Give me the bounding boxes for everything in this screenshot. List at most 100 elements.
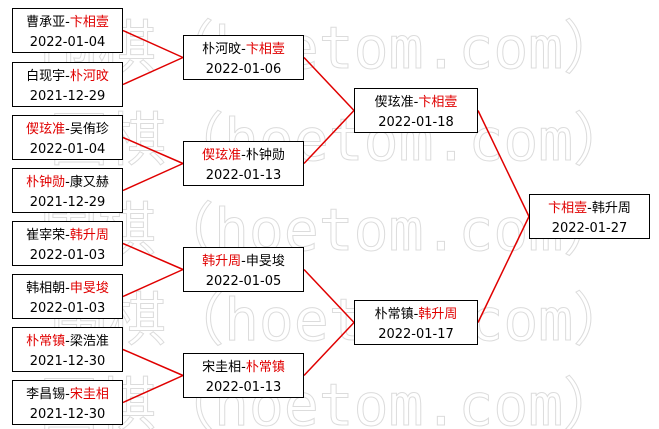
separator: - (241, 254, 246, 269)
connector-line (122, 56, 184, 86)
connector-line (122, 268, 184, 298)
player-name: 卞相壹 (548, 201, 588, 216)
match-players: 白现宇-朴河旼 (13, 67, 122, 87)
match-box-round-1-8: 李昌锡-宋圭相 2021-12-30 (12, 380, 123, 425)
separator: - (413, 95, 419, 110)
match-players: 偰玹准-卞相壹 (355, 93, 477, 113)
player-name: 卞相壹 (69, 15, 109, 30)
player-name: 朴常镇 (26, 334, 66, 349)
match-date: 2022-01-18 (378, 115, 454, 130)
separator: - (65, 228, 70, 243)
connector-line (122, 29, 184, 59)
match-date: 2022-01-13 (205, 168, 282, 183)
player-name: 吴侑珍 (69, 122, 109, 137)
match-date: 2021-12-29 (29, 195, 106, 210)
player-name: 朴河旼 (202, 42, 242, 57)
player-name: 卞相壹 (418, 95, 458, 110)
match-players: 偰玹准-朴钟勋 (184, 146, 303, 166)
separator: - (65, 387, 70, 402)
connector-line (122, 242, 184, 271)
player-name: 宋圭相 (202, 360, 242, 375)
match-players: 宋圭相-朴常镇 (184, 358, 303, 378)
player-name: 李昌锡 (26, 387, 66, 402)
watermark-text: 围棋（hoetom.com） (40, 371, 621, 429)
separator: - (65, 334, 70, 349)
player-name: 申旻埈 (245, 254, 285, 269)
match-date: 2022-01-04 (29, 142, 106, 157)
connector-line (122, 374, 184, 404)
player-name: 韩升周 (591, 201, 631, 216)
connector-line (303, 268, 355, 324)
connector-line (303, 321, 355, 377)
match-box-round-1-6: 韩相朝-申旻埈 2022-01-03 (12, 274, 123, 319)
match-players: 韩相朝-申旻埈 (13, 279, 122, 299)
match-players: 崔宰荣-韩升周 (13, 226, 122, 246)
match-players: 偰玹准-吴侑珍 (13, 120, 122, 140)
match-players: 卞相壹-韩升周 (530, 199, 649, 219)
match-date: 2021-12-29 (29, 89, 106, 104)
match-players: 李昌锡-宋圭相 (13, 385, 122, 405)
player-name: 偰玹准 (26, 122, 66, 137)
player-name: 崔宰荣 (26, 228, 66, 243)
match-players: 朴常镇-韩升周 (355, 305, 477, 325)
separator: - (65, 122, 70, 137)
separator: - (65, 69, 70, 84)
match-date: 2022-01-06 (205, 62, 282, 77)
player-name: 韩升周 (69, 228, 109, 243)
separator: - (241, 360, 246, 375)
match-players: 朴钟勋-康又赫 (13, 173, 122, 193)
match-date: 2022-01-05 (205, 274, 282, 289)
match-box-round-2-1: 朴河旼-卞相壹 2022-01-06 (183, 35, 304, 80)
match-players: 朴常镇-梁浩准 (13, 332, 122, 352)
match-date: 2021-12-30 (29, 354, 106, 369)
match-box-semifinal-1: 偰玹准-卞相壹 2022-01-18 (354, 88, 478, 133)
match-box-round-1-2: 白现宇-朴河旼 2021-12-29 (12, 62, 123, 107)
player-name: 卞相壹 (245, 42, 285, 57)
connector-line (122, 162, 184, 192)
match-box-semifinal-2: 朴常镇-韩升周 2022-01-17 (354, 300, 478, 345)
separator: - (241, 42, 246, 57)
match-box-round-1-7: 朴常镇-梁浩准 2021-12-30 (12, 327, 123, 372)
player-name: 偰玹准 (374, 95, 414, 110)
player-name: 偰玹准 (202, 148, 242, 163)
player-name: 韩相朝 (26, 281, 66, 296)
separator: - (65, 281, 70, 296)
player-name: 朴常镇 (245, 360, 285, 375)
player-name: 宋圭相 (69, 387, 109, 402)
separator: - (587, 201, 592, 216)
player-name: 康又赫 (69, 175, 109, 190)
separator: - (65, 175, 70, 190)
match-players: 朴河旼-卞相壹 (184, 40, 303, 60)
connector-line (122, 348, 184, 377)
match-box-round-1-4: 朴钟勋-康又赫 2021-12-29 (12, 168, 123, 213)
connector-line (477, 110, 530, 217)
match-date: 2021-12-30 (29, 407, 106, 422)
player-name: 朴河旼 (69, 69, 109, 84)
match-box-round-1-3: 偰玹准-吴侑珍 2022-01-04 (12, 115, 123, 160)
watermark-text: 围棋（hoetom.com） (50, 106, 631, 174)
separator: - (241, 148, 246, 163)
player-name: 韩升周 (418, 307, 458, 322)
player-name: 朴常镇 (374, 307, 414, 322)
match-box-round-2-3: 韩升周-申旻埈 2022-01-05 (183, 247, 304, 292)
player-name: 白现宇 (26, 69, 66, 84)
match-box-round-1-5: 崔宰荣-韩升周 2022-01-03 (12, 221, 123, 266)
match-date: 2022-01-27 (551, 221, 628, 236)
connector-line (122, 136, 184, 165)
connector-line (303, 109, 355, 165)
watermark-text: 围棋（hoetom.com） (40, 14, 621, 82)
player-name: 梁浩准 (69, 334, 109, 349)
watermark-text: 围棋（hoetom.com） (50, 286, 631, 354)
player-name: 曹承亚 (26, 15, 66, 30)
match-date: 2022-01-03 (29, 301, 106, 316)
separator: - (413, 307, 419, 322)
match-date: 2022-01-03 (29, 248, 106, 263)
connector-line (477, 216, 530, 323)
match-box-round-2-2: 偰玹准-朴钟勋 2022-01-13 (183, 141, 304, 186)
match-date: 2022-01-17 (378, 327, 454, 342)
player-name: 韩升周 (202, 254, 242, 269)
